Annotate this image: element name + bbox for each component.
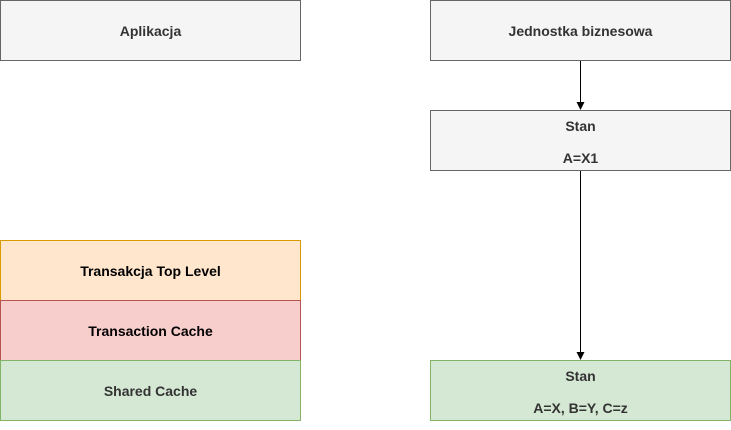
transaction-cache-label: Transaction Cache <box>88 322 213 339</box>
state-1-value: A=X1 <box>562 150 599 166</box>
state-box-2: Stan A=X, B=Y, C=z <box>430 360 731 421</box>
transaction-top-level-label: Transakcja Top Level <box>80 262 221 279</box>
business-unit-box: Jednostka biznesowa <box>430 0 731 61</box>
business-unit-label: Jednostka biznesowa <box>508 22 653 39</box>
application-box: Aplikacja <box>0 0 301 61</box>
transaction-top-level-box: Transakcja Top Level <box>0 240 301 301</box>
state-box-1: Stan A=X1 <box>430 110 731 171</box>
shared-cache-box: Shared Cache <box>0 360 301 421</box>
shared-cache-label: Shared Cache <box>103 382 198 399</box>
transaction-cache-box: Transaction Cache <box>0 300 301 361</box>
application-label: Aplikacja <box>119 22 182 39</box>
state-2-value: A=X, B=Y, C=z <box>533 400 628 416</box>
state-2-title: Stan <box>565 368 596 384</box>
state-1-title: Stan <box>565 118 596 134</box>
